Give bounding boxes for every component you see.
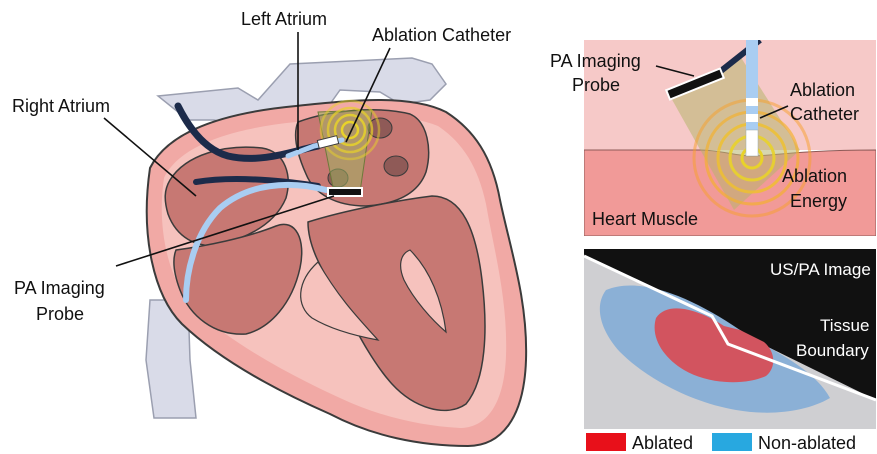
zoom-label-probe-line1: PA Imaging [550, 51, 641, 71]
image-title: US/PA Image [770, 260, 871, 279]
zoom-label-ablation-line2: Catheter [790, 104, 859, 124]
zoom-catheter-tip [746, 130, 758, 156]
zoom-catheter-electrode [746, 114, 758, 122]
zoom-label-ablation-line1: Ablation [790, 80, 855, 100]
legend-label-ablated: Ablated [632, 433, 693, 453]
zoom-label-heart-muscle: Heart Muscle [592, 209, 698, 229]
zoom-label-probe-line2: Probe [572, 75, 620, 95]
label-left-atrium: Left Atrium [241, 9, 327, 29]
pa-imaging-probe [328, 188, 362, 196]
image-label-boundary-line2: Boundary [796, 341, 869, 360]
label-pa-probe-line2: Probe [36, 304, 84, 324]
label-ablation-catheter: Ablation Catheter [372, 25, 511, 45]
image-label-boundary-line1: Tissue [820, 316, 869, 335]
legend-swatch-non-ablated [712, 433, 752, 451]
legend-label-non-ablated: Non-ablated [758, 433, 856, 453]
pulmonary-vein-opening [384, 156, 408, 176]
zoom-catheter-electrode [746, 98, 758, 106]
zoom-label-energy-line1: Ablation [782, 166, 847, 186]
legend-swatch-ablated [586, 433, 626, 451]
label-right-atrium: Right Atrium [12, 96, 110, 116]
heart-illustration [146, 58, 526, 446]
zoom-label-energy-line2: Energy [790, 191, 847, 211]
legend: Ablated Non-ablated [586, 433, 856, 453]
label-pa-probe-line1: PA Imaging [14, 278, 105, 298]
